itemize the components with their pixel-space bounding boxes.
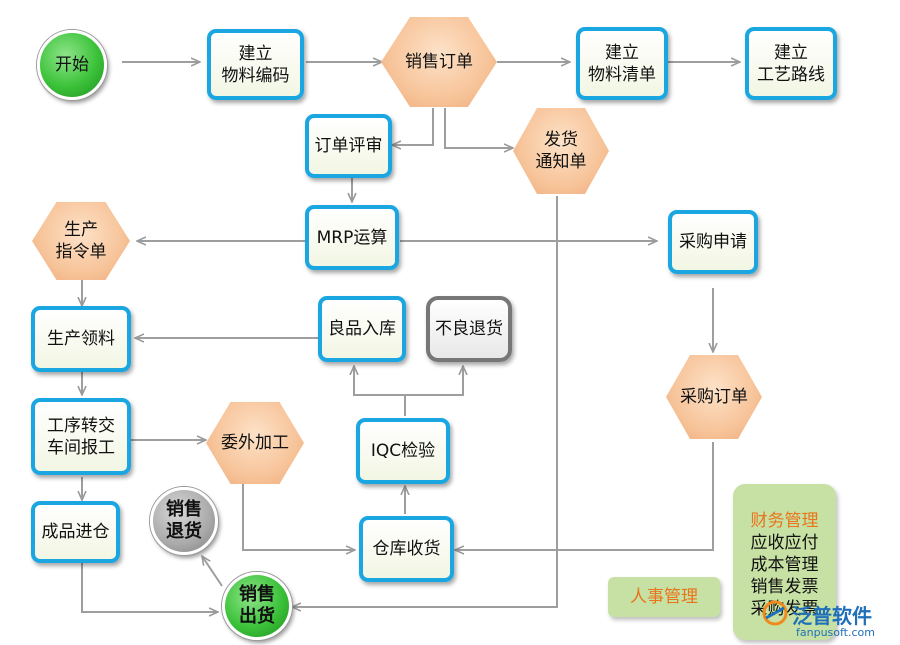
hr-box: 人事管理 xyxy=(608,577,720,617)
finance-title: 财务管理 xyxy=(750,511,819,531)
arrow-purchase-order-to-warehouse xyxy=(455,442,714,550)
production-order-line1: 生产 xyxy=(64,220,98,240)
iqc-label: IQC检验 xyxy=(370,441,436,461)
arrow-shipment-to-return xyxy=(202,556,223,587)
build-bom-line1: 建立 xyxy=(605,42,639,63)
purchase-order-node: 采购订单 xyxy=(666,355,762,439)
process-report-line1: 工序转交 xyxy=(47,415,115,436)
warehouse-receiving-label: 仓库收货 xyxy=(372,539,441,559)
delivery-notice-line1: 发货 xyxy=(544,130,578,150)
purchase-request-label: 采购申请 xyxy=(679,232,747,252)
arrow-outsourcing-to-warehouse xyxy=(242,484,355,550)
arrow-iqc-to-defect xyxy=(405,366,463,396)
build-material-code-line1: 建立 xyxy=(238,43,273,64)
start-label: 开始 xyxy=(55,55,89,75)
finance-item-cost-management: 成本管理 xyxy=(750,555,819,575)
watermark-logo: 泛普软件 fanpusoft.com xyxy=(760,596,896,642)
build-material-code-line2: 物料编码 xyxy=(221,65,290,86)
production-picking-label: 生产领料 xyxy=(47,329,115,349)
build-bom-line2: 物料清单 xyxy=(588,64,656,85)
logo-name: 泛普软件 xyxy=(792,604,872,628)
sales-return-line1: 销售 xyxy=(166,499,202,520)
purchase-order-label: 采购订单 xyxy=(680,387,748,407)
defect-return-node: 不良退货 xyxy=(426,296,512,362)
logo-url: fanpusoft.com xyxy=(796,626,875,639)
delivery-notice-line2: 通知单 xyxy=(535,152,587,172)
good-inbound-node: 良品入库 xyxy=(318,296,406,362)
finance-item-receivable-payable: 应收应付 xyxy=(750,533,819,553)
sales-order-node: 销售订单 xyxy=(381,17,497,107)
finished-inbound-label: 成品进仓 xyxy=(41,522,110,542)
order-review-node: 订单评审 xyxy=(305,114,392,178)
sales-shipment-node: 销售出货 xyxy=(222,572,292,640)
sales-shipment-line1: 销售 xyxy=(239,584,275,605)
finished-inbound-node: 成品进仓 xyxy=(31,501,120,563)
outsourcing-label: 委外加工 xyxy=(221,433,289,453)
build-route-node: 建立工艺路线 xyxy=(745,27,837,100)
arrow-delivery-to-shipment xyxy=(292,196,558,607)
production-picking-node: 生产领料 xyxy=(31,306,131,372)
arrow-sales-to-review xyxy=(392,108,434,145)
order-review-label: 订单评审 xyxy=(314,136,383,156)
hr-label: 人事管理 xyxy=(630,587,698,607)
arrow-finished-to-shipment xyxy=(81,563,218,612)
process-report-node: 工序转交车间报工 xyxy=(31,398,131,475)
purchase-request-node: 采购申请 xyxy=(668,210,758,274)
mrp-node: MRP运算 xyxy=(305,205,399,270)
arrow-sales-to-delivery xyxy=(444,108,513,148)
build-material-code-node: 建立物料编码 xyxy=(207,29,304,100)
build-route-line2: 工艺路线 xyxy=(757,64,825,85)
iqc-node: IQC检验 xyxy=(356,418,450,484)
good-inbound-label: 良品入库 xyxy=(328,319,396,339)
finance-item-sales-invoice: 销售发票 xyxy=(750,577,819,597)
warehouse-receiving-node: 仓库收货 xyxy=(359,516,454,582)
arrow-iqc-to-good xyxy=(354,366,406,416)
sales-order-label: 销售订单 xyxy=(405,52,473,72)
production-order-line2: 指令单 xyxy=(55,242,107,262)
process-report-line2: 车间报工 xyxy=(47,437,115,458)
sales-shipment-line2: 出货 xyxy=(239,606,275,627)
defect-return-label: 不良退货 xyxy=(435,319,503,339)
sales-return-node: 销售退货 xyxy=(150,487,218,555)
mrp-label: MRP运算 xyxy=(316,227,388,248)
start-node: 开始 xyxy=(37,30,107,100)
sales-return-line2: 退货 xyxy=(166,521,202,542)
build-route-line1: 建立 xyxy=(774,42,808,63)
logo-mark-icon xyxy=(762,600,788,626)
build-bom-node: 建立物料清单 xyxy=(576,27,668,100)
